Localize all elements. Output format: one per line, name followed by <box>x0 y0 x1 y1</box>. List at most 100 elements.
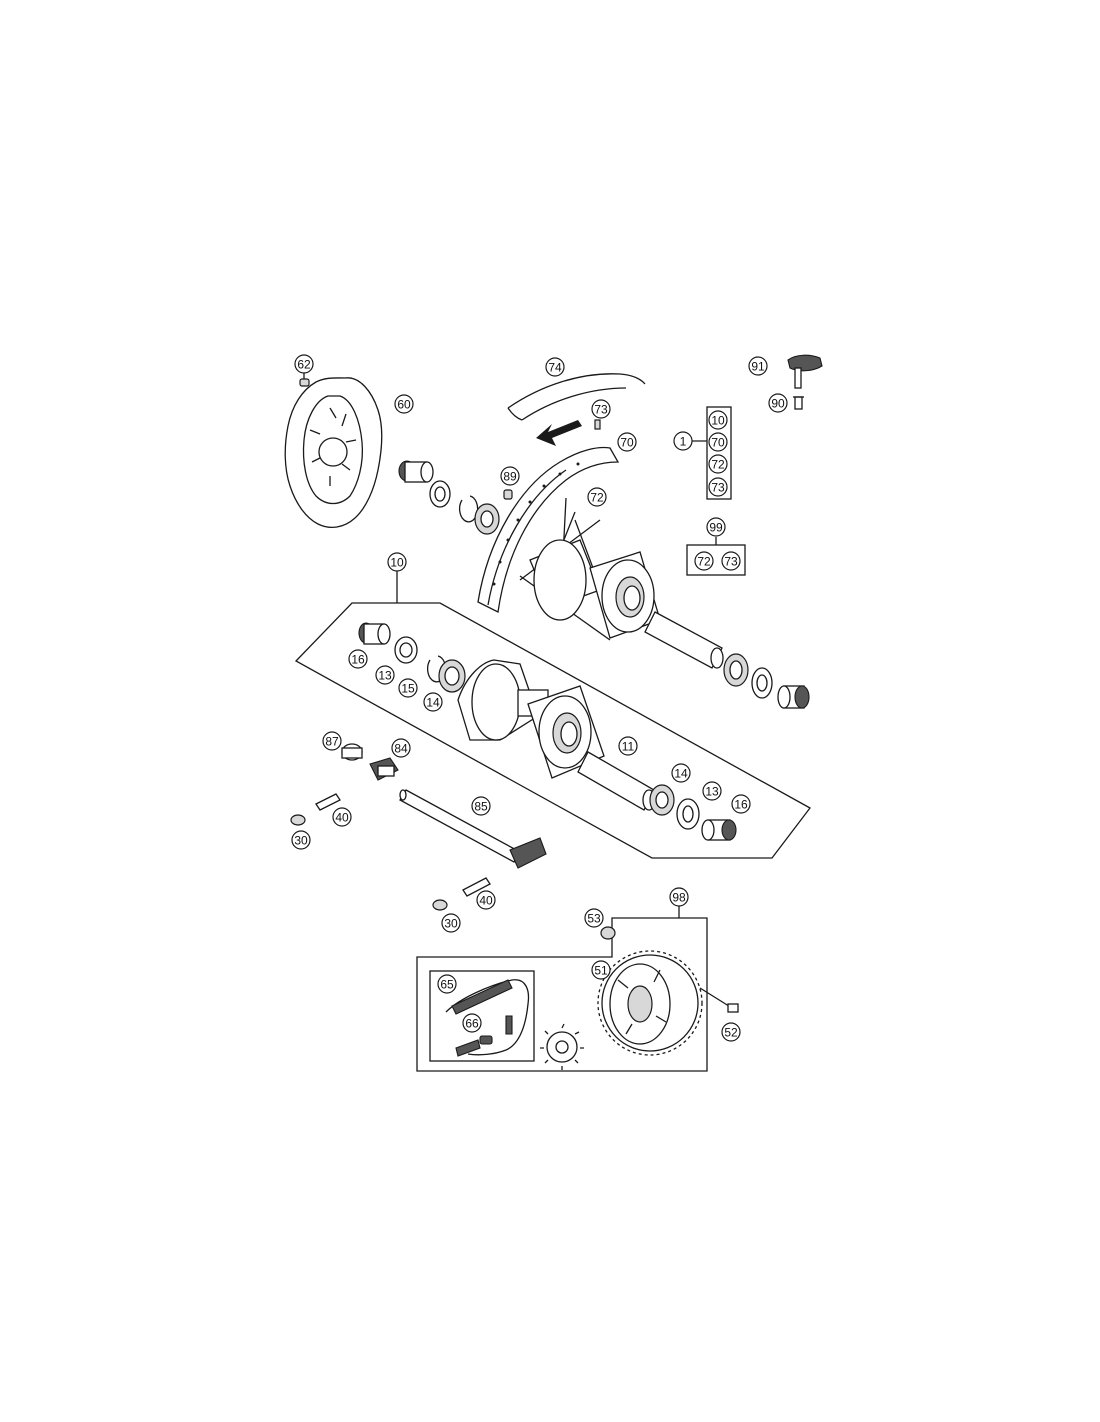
callout-c13b: 13 <box>702 781 722 801</box>
upper-nipple-89 <box>503 489 513 500</box>
upper-right-bearing <box>723 653 749 687</box>
callout-c60: 60 <box>394 394 414 414</box>
callout-label: 13 <box>705 785 719 799</box>
chain-adjuster-84 <box>369 757 399 781</box>
callout-c72: 72 <box>587 487 607 507</box>
callout-circle <box>702 781 722 801</box>
callout-c84: 84 <box>391 738 411 758</box>
callout-label: 85 <box>474 800 488 814</box>
callout-circle <box>748 356 768 376</box>
chain-65 <box>445 979 530 1057</box>
valve-nut-90 <box>793 396 804 410</box>
callout-label: 73 <box>724 555 738 569</box>
callout-circle <box>291 830 311 850</box>
callout-c87: 87 <box>322 731 342 751</box>
upper-axle-spacer <box>644 611 724 669</box>
callout-c14a: 14 <box>423 692 443 712</box>
sprocket-nut-53 <box>600 926 616 940</box>
callout-label: 10 <box>390 556 404 570</box>
callout-circle <box>398 678 418 698</box>
callout-label: 13 <box>378 669 392 683</box>
callout-label: 62 <box>297 358 311 372</box>
callout-label: 11 <box>622 740 635 754</box>
callout-c89: 89 <box>500 466 520 486</box>
callout-k70: 70 <box>708 432 728 452</box>
callout-s72: 72 <box>694 551 714 571</box>
callout-c70: 70 <box>617 432 637 452</box>
callout-circle <box>476 890 496 910</box>
callout-circle <box>694 551 714 571</box>
disc-bolt <box>299 372 310 387</box>
callout-label: 60 <box>397 398 411 412</box>
hub-assembly-frame <box>294 571 811 859</box>
callout-label: 72 <box>590 491 604 505</box>
callout-label: 16 <box>734 798 748 812</box>
callout-label: 65 <box>440 978 454 992</box>
callout-c40a: 40 <box>332 807 352 827</box>
upper-hub <box>529 539 661 639</box>
kit-box-99 <box>686 537 746 576</box>
upper-bearing <box>474 503 500 535</box>
callout-circle <box>437 974 457 994</box>
callout-label: 91 <box>751 360 765 374</box>
callout-c30a: 30 <box>291 830 311 850</box>
callout-label: 90 <box>771 397 785 411</box>
callout-label: 70 <box>711 436 725 450</box>
callout-label: 40 <box>479 894 493 908</box>
callout-circle <box>294 354 314 374</box>
callout-c14b: 14 <box>671 763 691 783</box>
callout-label: 10 <box>711 414 725 428</box>
callout-c74: 74 <box>545 357 565 377</box>
callout-c99: 99 <box>706 517 726 537</box>
callout-c85: 85 <box>471 796 491 816</box>
lower-hub <box>457 659 605 779</box>
callout-circle <box>671 763 691 783</box>
callout-circle <box>618 736 638 756</box>
callout-label: 40 <box>335 811 349 825</box>
callout-c11: 11 <box>618 736 638 756</box>
callout-label: 98 <box>672 891 686 905</box>
seal-13-right <box>676 798 700 830</box>
spacer-16-left <box>358 622 391 645</box>
callout-circle <box>721 1022 741 1042</box>
callout-circle <box>673 431 693 451</box>
callout-k73: 73 <box>708 477 728 497</box>
callout-circle <box>706 517 726 537</box>
callout-circle <box>708 454 728 474</box>
upper-right-seal <box>751 667 773 699</box>
rim-tape <box>507 373 646 421</box>
callout-c62: 62 <box>294 354 314 374</box>
callout-circle <box>587 487 607 507</box>
callout-circle <box>394 394 414 414</box>
callout-c40b: 40 <box>476 890 496 910</box>
callout-circle <box>471 796 491 816</box>
callout-label: 87 <box>325 735 339 749</box>
rear-sprocket <box>597 950 703 1056</box>
callout-circle <box>708 477 728 497</box>
callout-c65: 65 <box>437 974 457 994</box>
spacer-16-right <box>701 819 737 841</box>
chain-link-66 <box>479 1035 493 1045</box>
callout-circle <box>708 432 728 452</box>
callout-c51: 51 <box>591 960 611 980</box>
axle-spacer-11 <box>577 751 656 811</box>
callout-c15: 15 <box>398 678 418 698</box>
callout-c91: 91 <box>748 356 768 376</box>
callout-circle <box>591 399 611 419</box>
callout-c1: 1 <box>673 431 693 451</box>
callout-s73: 73 <box>721 551 741 571</box>
callout-label: 15 <box>401 682 415 696</box>
callout-k72: 72 <box>708 454 728 474</box>
upper-spacer-16 <box>398 460 434 483</box>
callout-circle <box>441 913 461 933</box>
valve-cap-73 <box>594 419 601 430</box>
callout-circle <box>591 960 611 980</box>
bearing-14-left <box>438 659 466 693</box>
callout-circle <box>708 410 728 430</box>
spacer-87 <box>341 743 363 761</box>
axle-85 <box>399 789 547 869</box>
callout-c16b: 16 <box>731 794 751 814</box>
callout-label: 72 <box>697 555 711 569</box>
